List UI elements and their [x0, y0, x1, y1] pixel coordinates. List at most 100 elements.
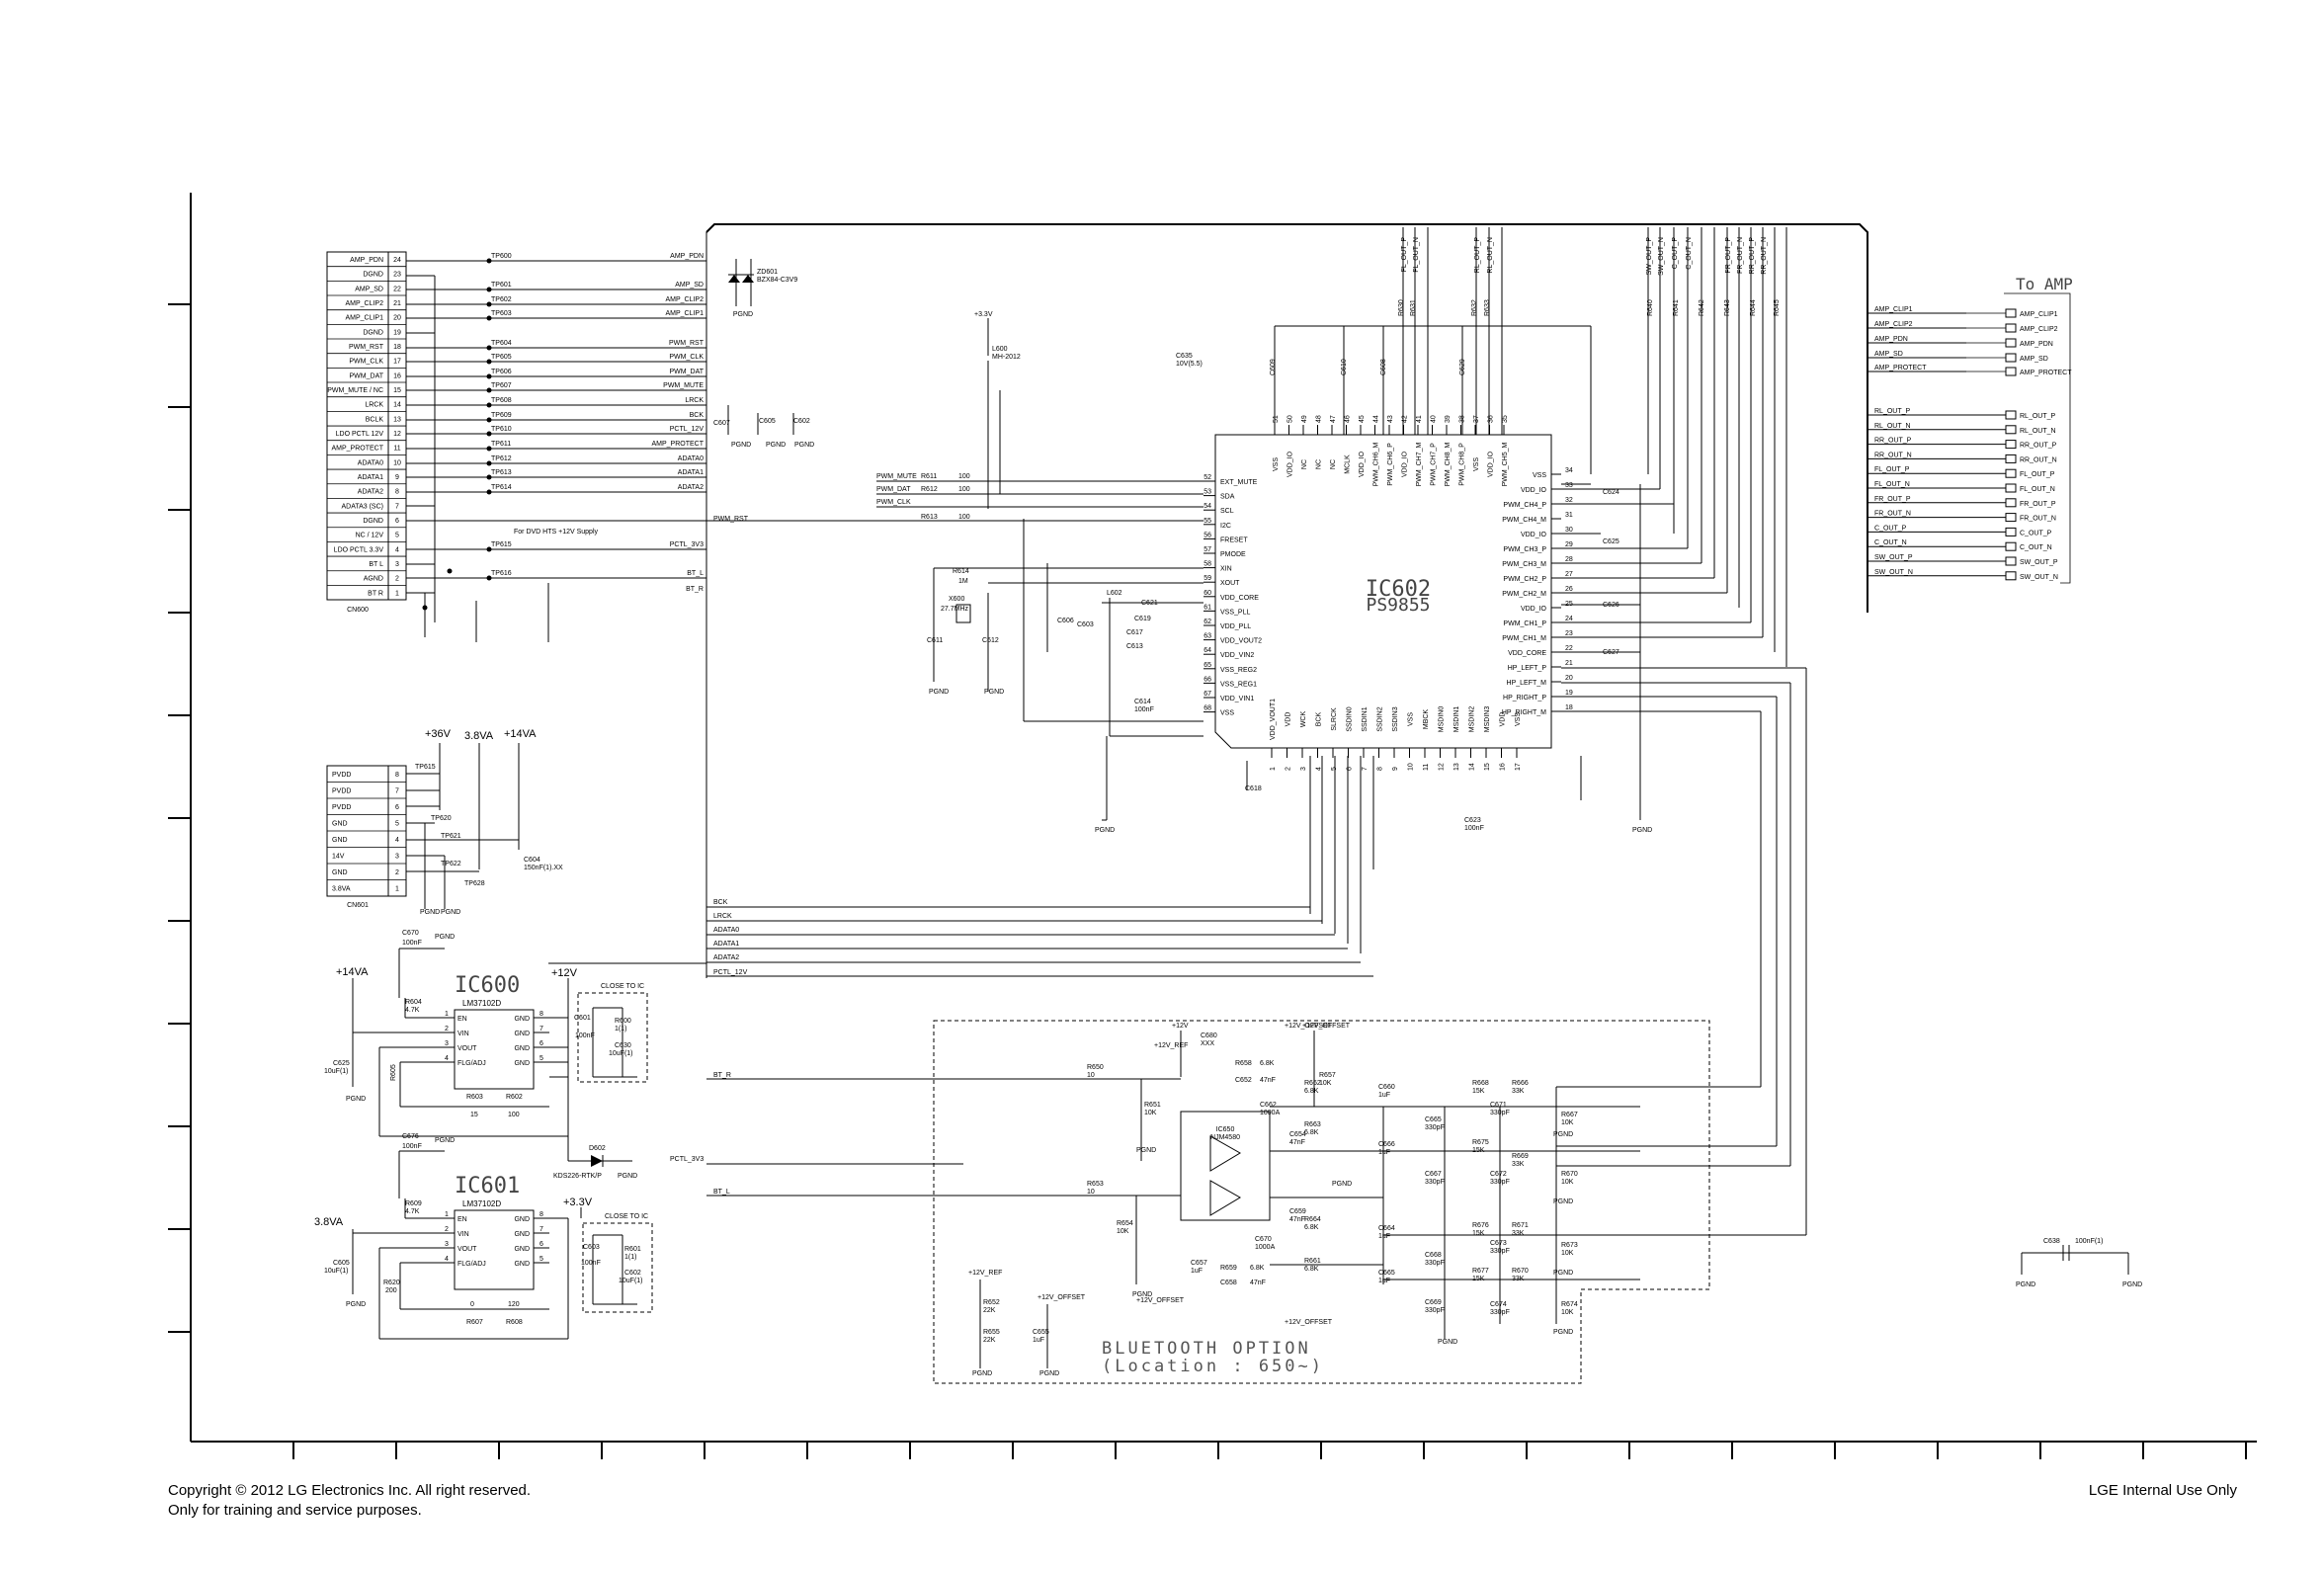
- svg-text:PGND: PGND: [972, 1370, 992, 1377]
- cn600-pin-label: BT L: [369, 561, 383, 568]
- ic602-pin-number: 68: [1204, 705, 1211, 712]
- regulator-pin-label: GND: [514, 1231, 530, 1238]
- ic602-pin-label: PWM_CH5_M: [1502, 442, 1509, 486]
- svg-text:33K: 33K: [1512, 1088, 1525, 1095]
- cn601-pin-number: 2: [395, 869, 399, 876]
- ic602-pin-number: 14: [1469, 763, 1476, 771]
- ic602-pin-label: VDD_IO: [1521, 487, 1547, 494]
- svg-text:0: 0: [470, 1301, 474, 1308]
- svg-text:C659: C659: [1289, 1208, 1306, 1215]
- amp-audio-out-label: FR_OUT_P: [2020, 501, 2056, 508]
- svg-text:+12V_OFFSET: +12V_OFFSET: [1136, 1297, 1185, 1304]
- ic602-pin-number: 39: [1445, 415, 1452, 423]
- svg-text:R614: R614: [953, 568, 969, 575]
- svg-text:PGND: PGND: [1438, 1339, 1457, 1346]
- svg-text:PGND: PGND: [733, 311, 753, 318]
- bus-signal-label: ADATA0: [678, 455, 704, 462]
- ic602-pin-label: MSDIN3: [1484, 706, 1491, 733]
- bus-signal-label: BT_R: [686, 586, 704, 593]
- amp-audio-out-label: SW_OUT_P: [2020, 559, 2058, 566]
- svg-text:R676: R676: [1472, 1222, 1489, 1229]
- ic602-pin-number: 49: [1301, 415, 1308, 423]
- svg-text:PGND: PGND: [435, 1137, 455, 1144]
- regulator-pin-label: VOUT: [457, 1246, 477, 1253]
- svg-text:CLOSE TO IC: CLOSE TO IC: [601, 983, 644, 990]
- cn600-pin-label: ADATA1: [358, 474, 383, 481]
- svg-text:C602: C602: [793, 418, 810, 425]
- regulator-pin-number: 2: [445, 1026, 449, 1032]
- svg-text:15K: 15K: [1472, 1088, 1485, 1095]
- top-signal-label: SW_OUT_N: [1658, 237, 1665, 276]
- ic602-pin-number: 21: [1565, 660, 1573, 667]
- regulator-pin-number: 4: [445, 1256, 449, 1263]
- amp-audio-out-label: C_OUT_N: [2020, 544, 2052, 551]
- regulator-pin-label: GND: [514, 1246, 530, 1253]
- cn600-pin-number: 9: [395, 474, 399, 481]
- svg-text:C665: C665: [1425, 1116, 1442, 1123]
- svg-text:1uF: 1uF: [1033, 1337, 1044, 1344]
- amp-audio-label: SW_OUT_N: [1874, 569, 1913, 576]
- svg-text:C657: C657: [1191, 1260, 1207, 1267]
- ic602-pin-number: 56: [1204, 532, 1211, 538]
- pwm-output-bus: R640 R641 R642 R643 R644 R645: [1561, 227, 1787, 667]
- cn600-pin-number: 24: [393, 257, 401, 264]
- svg-text:R631: R631: [1410, 299, 1417, 316]
- ic602-pin-label: VDD_IO: [1521, 606, 1547, 613]
- ic602-pin-number: 10: [1408, 763, 1415, 771]
- test-point-label: TP611: [491, 441, 511, 448]
- ic602-pin-label: VSS: [1533, 472, 1546, 479]
- rail-36v: +36V: [425, 728, 452, 740]
- svg-text:PWM_MUTE: PWM_MUTE: [876, 473, 917, 480]
- regulator-pin-label: FLG/ADJ: [457, 1060, 486, 1067]
- cn601-pin-number: 3: [395, 854, 399, 861]
- ic602-pin-label: VDD_VIN2: [1220, 652, 1254, 659]
- svg-text:C654: C654: [1289, 1131, 1306, 1138]
- svg-text:R666: R666: [1512, 1080, 1529, 1087]
- amp-audio-out-label: FL_OUT_N: [2020, 486, 2055, 493]
- svg-text:1(1): 1(1): [624, 1254, 636, 1261]
- cn600-pin-label: NC / 12V: [356, 533, 384, 539]
- svg-text:27.7MHz: 27.7MHz: [941, 606, 969, 613]
- svg-text:4.7K: 4.7K: [405, 1208, 420, 1215]
- cn600-pin-number: 12: [393, 431, 401, 438]
- svg-text:+3.3V: +3.3V: [974, 311, 993, 318]
- svg-text:C662: C662: [1260, 1102, 1277, 1109]
- ic602-pin-label: VSS: [1408, 712, 1415, 726]
- ic602-pin-number: 60: [1204, 590, 1211, 597]
- svg-text:C603: C603: [1077, 621, 1094, 628]
- svg-text:C625: C625: [1603, 538, 1619, 545]
- svg-text:R612: R612: [921, 486, 938, 493]
- bus-signal-label: AMP_CLIP1: [665, 310, 704, 317]
- svg-text:R603: R603: [466, 1094, 483, 1101]
- regulator-pin-number: 3: [445, 1040, 449, 1047]
- test-point-label: TP609: [491, 412, 512, 419]
- cn600-pin-label: PWM_RST: [349, 344, 384, 351]
- bluetooth-option-block: BLUETOOTH OPTION (Location : 650~) IC650…: [933, 1020, 1806, 1384]
- ic602-pin-label: PWM_CH8_M: [1445, 442, 1452, 486]
- bt-location: (Location : 650~): [1102, 1357, 1324, 1376]
- ic602-chip: IC602 PS9855 EXT_MUTE52SDA53SCL54I2C55FR…: [1204, 415, 1573, 771]
- svg-text:10uF(1): 10uF(1): [324, 1268, 349, 1275]
- svg-text:R642: R642: [1699, 299, 1705, 316]
- ic602-top-caps: C609 C610 C608 C629 R630 R631 R632 R633: [1270, 299, 1491, 375]
- ic602-pin-label: VSS: [1220, 710, 1234, 717]
- svg-text:PGND: PGND: [1132, 1291, 1152, 1298]
- svg-text:TP621: TP621: [441, 833, 461, 840]
- cn601-pin-label: GND: [332, 821, 348, 828]
- svg-text:D602: D602: [589, 1145, 606, 1152]
- svg-text:PGND: PGND: [441, 909, 460, 916]
- svg-text:R650: R650: [1087, 1064, 1104, 1071]
- svg-text:C610: C610: [1341, 359, 1348, 375]
- cn600-pin-label: LDO PCTL 3.3V: [334, 546, 384, 553]
- svg-text:+12V_OFFSET: +12V_OFFSET: [1038, 1294, 1086, 1301]
- regulator-pin-number: 4: [445, 1055, 449, 1062]
- svg-text:PGND: PGND: [731, 442, 751, 449]
- ic602-pin-number: 57: [1204, 546, 1211, 553]
- regulator-pin-label: VIN: [457, 1231, 469, 1238]
- svg-text:330pF: 330pF: [1425, 1179, 1445, 1186]
- test-point-label: TP606: [491, 369, 512, 375]
- svg-text:PGND: PGND: [435, 934, 455, 941]
- ic602-pin-number: 2: [1286, 767, 1292, 771]
